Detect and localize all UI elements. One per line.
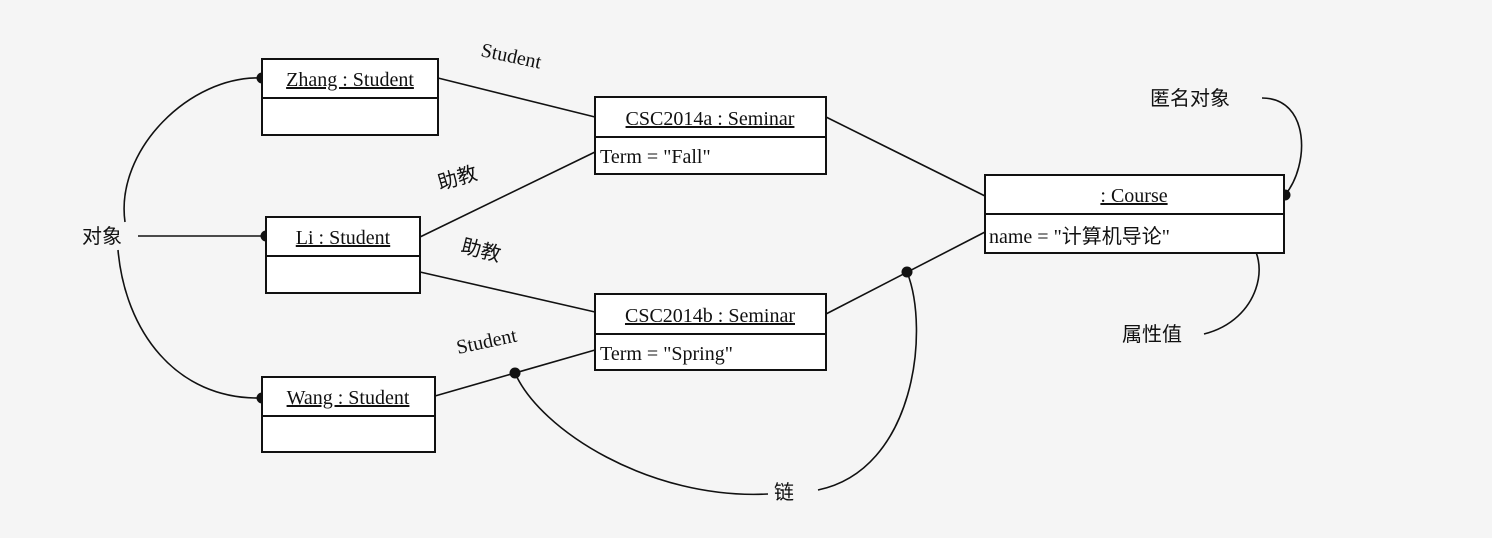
annotation-dot-link-left xyxy=(509,367,521,379)
object-attribute-seminar-a: Term = "Fall" xyxy=(600,146,711,168)
link-seminar-a-course xyxy=(825,116,986,197)
object-attribute-course: name = "计算机导论" xyxy=(989,225,1170,248)
object-name-li: Li : Student xyxy=(296,227,391,249)
annotation-dot-link-right xyxy=(901,266,913,278)
annotation-curve-object-zhang xyxy=(123,77,263,223)
object-name-wang: Wang : Student xyxy=(287,387,410,409)
object-box-seminar-b: CSC2014b : Seminar Term = "Spring" xyxy=(594,293,827,371)
annotation-link: 链 xyxy=(774,480,794,504)
link-li-seminar-b xyxy=(419,271,596,313)
annotation-object: 对象 xyxy=(82,224,122,248)
annotation-curve-link-left xyxy=(514,372,769,496)
annotation-attribute-value: 属性值 xyxy=(1122,322,1182,346)
link-label-wang-seminar-b: Student xyxy=(454,325,519,359)
link-label-li-seminar-a: 助教 xyxy=(435,161,480,195)
object-name-zhang: Zhang : Student xyxy=(286,69,414,91)
object-name-seminar-b: CSC2014b : Seminar xyxy=(625,305,795,327)
annotation-curve-object-wang xyxy=(117,249,263,399)
link-zhang-seminar-a xyxy=(437,77,596,118)
link-label-li-seminar-b: 助教 xyxy=(459,234,504,267)
object-box-wang: Wang : Student xyxy=(261,376,436,453)
object-attribute-seminar-b: Term = "Spring" xyxy=(600,343,733,365)
object-box-seminar-a: CSC2014a : Seminar Term = "Fall" xyxy=(594,96,827,175)
annotation-curve-anonymous-object xyxy=(1261,97,1303,196)
object-box-zhang: Zhang : Student xyxy=(261,58,439,136)
annotation-curve-link-right xyxy=(817,271,918,491)
object-box-li: Li : Student xyxy=(265,216,421,294)
annotation-anonymous-object: 匿名对象 xyxy=(1150,86,1230,110)
object-name-seminar-a: CSC2014a : Seminar xyxy=(626,108,795,130)
link-li-seminar-a xyxy=(419,151,596,238)
object-box-course: : Course name = "计算机导论" xyxy=(984,174,1285,254)
object-name-course: : Course xyxy=(1100,185,1167,207)
link-label-zhang-seminar-a: Student xyxy=(479,39,544,73)
